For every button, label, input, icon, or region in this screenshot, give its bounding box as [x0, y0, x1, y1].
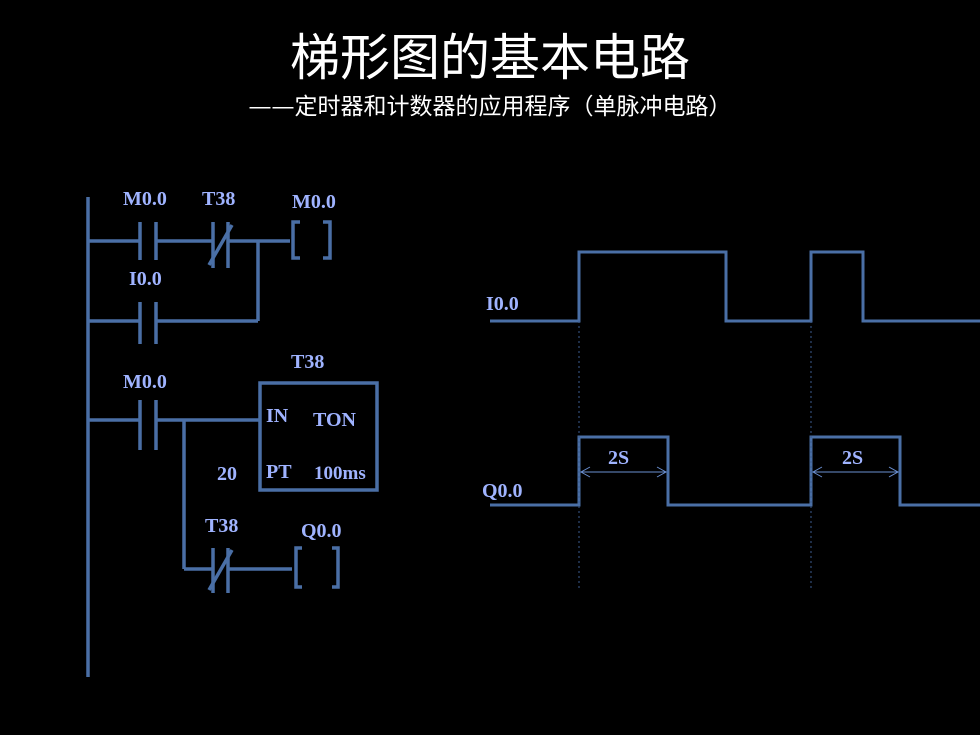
- label-contact-t38-2: T38: [205, 515, 238, 537]
- timing-diagram: I0.0 Q0.0 2S 2S: [482, 250, 980, 588]
- label-pulse-1: 2S: [608, 447, 629, 469]
- page-title: 梯形图的基本电路: [290, 29, 690, 87]
- label-pt-value: 20: [217, 463, 237, 485]
- label-contact-m0-0: M0.0: [123, 188, 167, 210]
- label-timer-pt: PT: [266, 461, 292, 483]
- dimension-2s-1: [579, 466, 668, 478]
- label-coil-m0-0: M0.0: [292, 191, 336, 213]
- waveform-q0-0: [490, 435, 980, 507]
- label-timer-type: TON: [313, 409, 357, 431]
- label-contact-m0-0-2: M0.0: [123, 371, 167, 393]
- ladder-diagram: M0.0 T38 M0.0 I0.0 M0.0 T38 IN: [86, 188, 379, 677]
- label-pulse-2: 2S: [842, 447, 863, 469]
- page-subtitle: ——定时器和计数器的应用程序（单脉冲电路）: [248, 94, 732, 120]
- label-contact-i0-0: I0.0: [129, 268, 162, 290]
- contact-t38-nc-slash: [207, 224, 234, 266]
- rung-1: M0.0 T38 M0.0 I0.0: [88, 188, 336, 344]
- coil-m0-0-right-bracket: [323, 220, 332, 260]
- timer-box-t38: [258, 381, 379, 492]
- label-coil-q0-0: Q0.0: [301, 520, 342, 542]
- coil-q0-0-left-bracket: [294, 546, 302, 589]
- rung-2: M0.0 T38 IN TON PT 100ms 20 T38 Q0.0: [88, 351, 379, 593]
- coil-m0-0-left-bracket: [291, 220, 300, 260]
- dimension-2s-2: [811, 466, 900, 478]
- coil-q0-0-right-bracket: [332, 546, 340, 589]
- label-signal-q0-0: Q0.0: [482, 480, 523, 502]
- label-signal-i0-0: I0.0: [486, 293, 519, 315]
- waveform-i0-0: [490, 250, 980, 323]
- contact-t38-2-nc-slash: [207, 549, 234, 591]
- label-timer-in: IN: [266, 405, 289, 427]
- label-contact-t38: T38: [202, 188, 235, 210]
- label-timer-name: T38: [291, 351, 324, 373]
- label-timer-base: 100ms: [314, 463, 366, 484]
